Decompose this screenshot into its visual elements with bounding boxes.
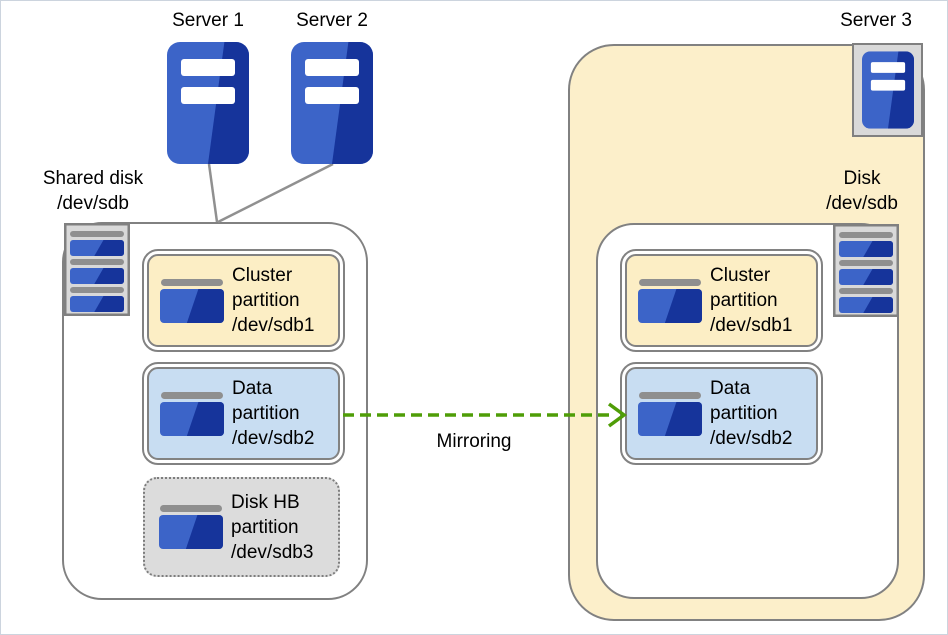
- disk-label-line2: /dev/sdb: [826, 193, 898, 214]
- server3-label: Server 3: [840, 10, 912, 31]
- disk-hb-partition-left: Disk HB partition /dev/sdb3: [143, 477, 340, 577]
- shared-disk-label-line1: Shared disk: [42, 168, 144, 189]
- cluster-partition-left: Cluster partition /dev/sdb1: [142, 249, 345, 352]
- server2-icon: [291, 42, 373, 164]
- local-disk-stack-icon: [833, 224, 899, 317]
- partition-label: Data partition /dev/sdb2: [232, 378, 315, 449]
- partition-label: Cluster partition /dev/sdb1: [232, 265, 315, 336]
- server1-icon: [167, 42, 249, 164]
- server1-label: Server 1: [172, 10, 244, 31]
- partition-label: Data partition /dev/sdb2: [710, 378, 793, 449]
- mirroring-arrow: [343, 402, 627, 428]
- server3-icon-box: [852, 43, 923, 137]
- partition-icon: [160, 391, 224, 436]
- partition-icon: [638, 391, 702, 436]
- cluster-partition-right: Cluster partition /dev/sdb1: [620, 249, 823, 352]
- shared-disk-label-line2: /dev/sdb: [57, 193, 129, 214]
- partition-icon: [159, 505, 223, 549]
- shared-disk-stack-icon: [64, 223, 130, 316]
- data-partition-right: Data partition /dev/sdb2: [620, 362, 823, 465]
- partition-label: Cluster partition /dev/sdb1: [710, 265, 793, 336]
- server-connector-lines: [207, 162, 334, 224]
- partition-label: Disk HB partition /dev/sdb3: [231, 491, 314, 563]
- mirroring-label: Mirroring: [436, 431, 512, 452]
- data-partition-left: Data partition /dev/sdb2: [142, 362, 345, 465]
- disk-label-line1: Disk: [843, 168, 881, 189]
- server3-icon: [861, 51, 914, 129]
- partition-icon: [160, 278, 224, 323]
- disk-label: Disk /dev/sdb: [806, 166, 918, 216]
- shared-disk-label: Shared disk /dev/sdb: [29, 166, 157, 216]
- server2-label: Server 2: [296, 10, 368, 31]
- partition-icon: [638, 278, 702, 323]
